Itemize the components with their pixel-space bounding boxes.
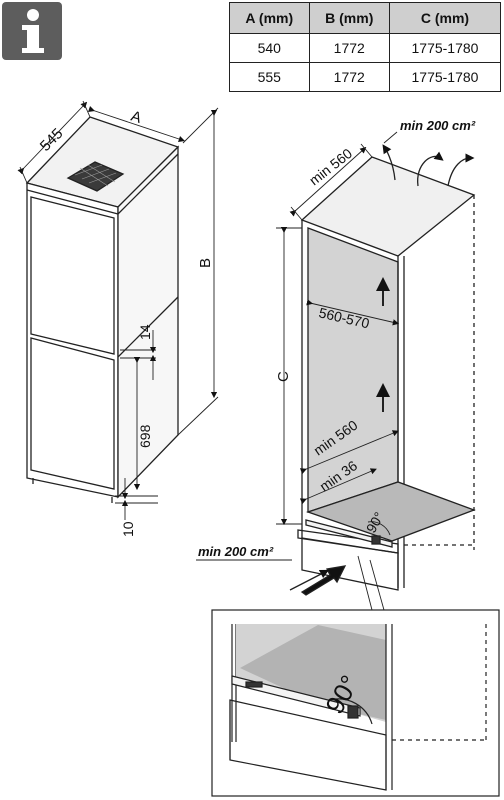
- label-14: 14: [137, 324, 153, 340]
- niche-illustration: [289, 144, 476, 596]
- niche-dimensions: [196, 131, 400, 611]
- table-cell: 1775-1780: [388, 62, 502, 92]
- header-c: C (mm): [388, 2, 502, 34]
- info-icon: [22, 9, 44, 53]
- table-cell: 555: [229, 62, 310, 92]
- label-a: A: [129, 108, 144, 127]
- table-row: 555 1772 1775-1780: [229, 62, 502, 92]
- label-b: B: [197, 258, 214, 268]
- fridge-dimensions: [17, 100, 219, 520]
- label-c: C: [275, 371, 292, 382]
- table-cell: 1772: [308, 62, 390, 92]
- label-vent-top: min 200 cm²: [400, 118, 476, 133]
- fridge-illustration: [25, 116, 180, 503]
- label-698: 698: [137, 424, 153, 448]
- table-cell: 1775-1780: [388, 33, 502, 63]
- detail-inset: [211, 609, 500, 797]
- dimensions-table: A (mm) B (mm) C (mm) 540 1772 1775-1780 …: [229, 2, 502, 92]
- label-vent-bottom: min 200 cm²: [198, 544, 274, 559]
- table-cell: 1772: [308, 33, 390, 63]
- label-10: 10: [120, 521, 136, 537]
- info-badge: [2, 2, 62, 60]
